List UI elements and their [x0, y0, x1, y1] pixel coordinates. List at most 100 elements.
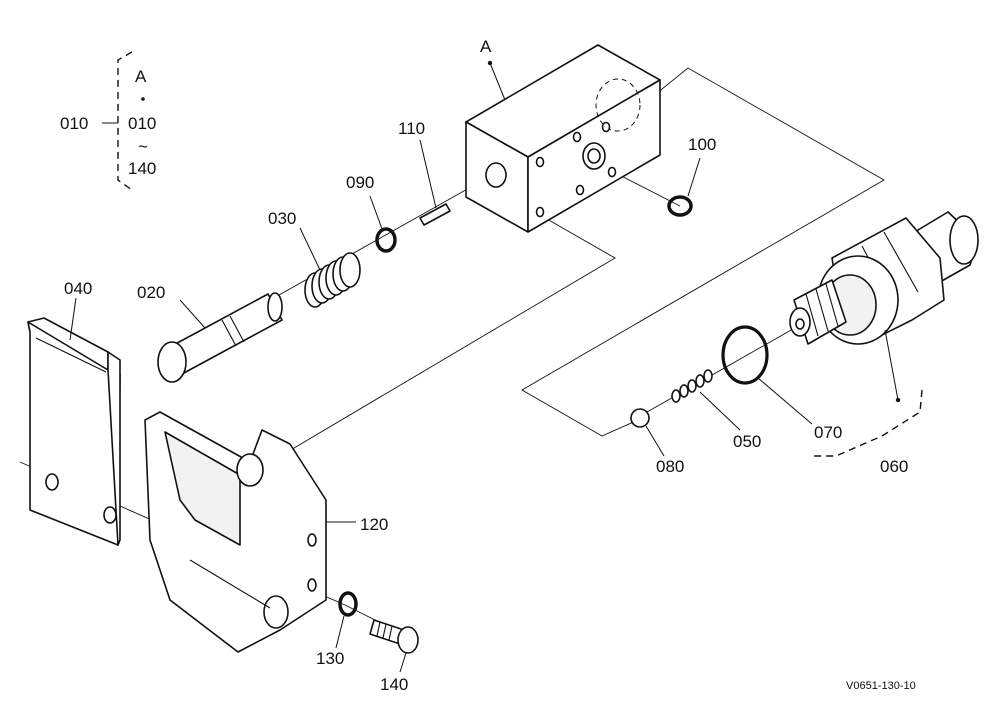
- check-valve-axis: [639, 324, 801, 417]
- spring-030: 030: [268, 209, 361, 308]
- label-060: 060: [880, 457, 908, 476]
- leader-050: [699, 391, 741, 431]
- block-hole: [607, 166, 617, 178]
- spring-050-coil: [703, 369, 713, 383]
- block-hole: [572, 131, 582, 143]
- leader-030: [299, 227, 321, 271]
- pin-110-shape: [419, 203, 451, 226]
- bracket-120-hidden-edge: [189, 559, 271, 609]
- group-bracket-line: [117, 51, 133, 191]
- bolt-140: 140: [369, 619, 419, 694]
- leader-090: [369, 195, 383, 230]
- o-ring-090: 090: [346, 173, 397, 253]
- plunger-groove: [229, 315, 245, 343]
- leader-020: [179, 299, 206, 329]
- spring-050-coil: [695, 374, 705, 388]
- block-hole: [535, 206, 545, 218]
- leader-040: [69, 297, 77, 341]
- spring-050: 050: [671, 369, 761, 451]
- plunger-end: [267, 292, 283, 322]
- cartridge-nose-ridge: [805, 293, 819, 337]
- leader-080: [645, 425, 665, 457]
- bracket-120-boss: [263, 595, 289, 629]
- washer-130: 130: [316, 591, 358, 668]
- spring-050-coil: [679, 384, 689, 398]
- label-050: 050: [733, 432, 761, 451]
- cartridge-tip-hole: [795, 318, 805, 330]
- bracket-120-slot: [164, 431, 241, 546]
- leader-140: [399, 652, 407, 673]
- bracket-120-boss: [236, 453, 264, 487]
- group-bracket: A 010 010 ~ 140: [60, 51, 156, 191]
- label-030: 030: [268, 209, 296, 228]
- leader-110: [419, 139, 437, 209]
- spring-050-coil: [671, 389, 681, 403]
- label-120: 120: [360, 515, 388, 534]
- center-lines: [19, 67, 885, 631]
- valve-block: A: [465, 37, 661, 233]
- o-ring-070-shape: [721, 325, 769, 385]
- block-hidden-bore: [595, 78, 641, 132]
- block-hole: [535, 156, 545, 168]
- pin-110: 110: [398, 119, 451, 226]
- bracket-040-edge: [107, 351, 121, 546]
- cartridge-group-bracket: [810, 389, 923, 457]
- mount-bracket-120: 120: [144, 411, 388, 653]
- group-dot: [141, 97, 145, 101]
- block-to-cartridge-line: [521, 67, 885, 437]
- bolt-thread: [388, 625, 393, 641]
- assembly-leader: [489, 62, 506, 101]
- block-hole: [575, 184, 585, 196]
- bracket-040-hole: [45, 473, 59, 491]
- leader-130: [335, 615, 345, 649]
- cartridge-nose-ridge: [825, 283, 839, 327]
- group-parent-label: 010: [60, 114, 88, 133]
- washer-130-shape: [338, 591, 358, 617]
- block-hole: [601, 121, 611, 133]
- cartridge-rear-face: [949, 215, 979, 265]
- block-port-inner: [587, 148, 601, 164]
- group-from-label: 010: [128, 114, 156, 133]
- bracket-plate-040: 040: [27, 279, 121, 546]
- cartridge-dot-leader: [884, 329, 899, 401]
- label-080: 080: [656, 457, 684, 476]
- label-090: 090: [346, 173, 374, 192]
- o-ring-100-shape: [667, 195, 693, 217]
- plunger-head: [157, 341, 187, 383]
- block-front-bore: [485, 162, 507, 188]
- cartridge-060: 060: [789, 211, 979, 476]
- o-ring-100: 100: [667, 135, 716, 217]
- figure-code: V0651-130-10: [846, 680, 916, 692]
- group-to-label: 140: [128, 159, 156, 178]
- leader-100: [687, 157, 701, 197]
- label-110: 110: [398, 119, 425, 138]
- cartridge-nose-ridge: [815, 288, 829, 332]
- label-100: 100: [688, 135, 716, 154]
- bracket-040-hole: [103, 506, 117, 524]
- label-020: 020: [137, 283, 165, 302]
- bracket-120-hole: [307, 533, 317, 547]
- bracket-120-hole: [307, 578, 317, 592]
- bracket-040-fold: [35, 337, 107, 373]
- bolt-thread: [382, 623, 387, 639]
- spring-050-coil: [687, 379, 697, 393]
- group-tilde: ~: [138, 137, 148, 156]
- block-to-mount-line: [239, 214, 616, 481]
- plunger-groove: [221, 319, 237, 347]
- assembly-letter-label: A: [480, 37, 492, 56]
- cartridge-hex-edge: [883, 231, 919, 293]
- leader-070: [757, 377, 813, 425]
- label-070: 070: [814, 423, 842, 442]
- o-ring-090-shape: [375, 227, 397, 253]
- label-140: 140: [380, 675, 408, 694]
- label-040: 040: [64, 279, 92, 298]
- bolt-thread: [376, 621, 381, 637]
- bolt-head: [397, 626, 419, 654]
- label-130: 130: [316, 649, 344, 668]
- o-ring-070: 070: [721, 325, 842, 442]
- ball-080-shape: [630, 408, 650, 428]
- group-letter: A: [135, 67, 147, 86]
- plunger-020: 020: [137, 283, 283, 383]
- spring-coil: [339, 252, 361, 288]
